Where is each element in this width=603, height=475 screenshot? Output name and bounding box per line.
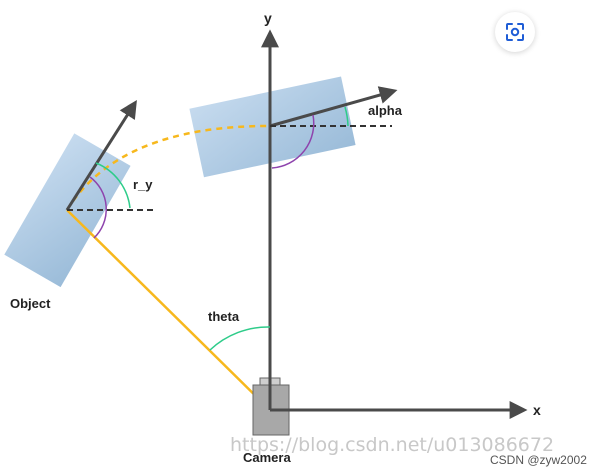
- scan-icon: [506, 23, 524, 41]
- object-heading-arrow: [65, 99, 137, 211]
- camera-to-object-line: [66, 209, 271, 411]
- theta-green-arc: [209, 326, 271, 351]
- r-y-label: r_y: [133, 177, 153, 192]
- camera-label: Camera: [243, 450, 291, 465]
- theta-label: theta: [208, 309, 240, 324]
- r-y-purple-arc: [89, 176, 107, 239]
- alpha-heading-arrow: [269, 86, 398, 128]
- orbit-arc: [65, 124, 273, 211]
- object-label: Object: [10, 296, 51, 311]
- y-axis-label: y: [264, 10, 272, 26]
- scan-button[interactable]: [495, 12, 535, 52]
- r-y-green-arc: [95, 162, 131, 209]
- alpha-green-arc: [344, 106, 349, 127]
- alpha-label: alpha: [368, 103, 403, 118]
- credit-text: CSDN @zyw2002: [490, 453, 587, 467]
- x-axis-label: x: [533, 402, 541, 418]
- watermark: https://blog.csdn.net/u013086672: [230, 434, 554, 456]
- alpha-purple-arc: [271, 114, 315, 169]
